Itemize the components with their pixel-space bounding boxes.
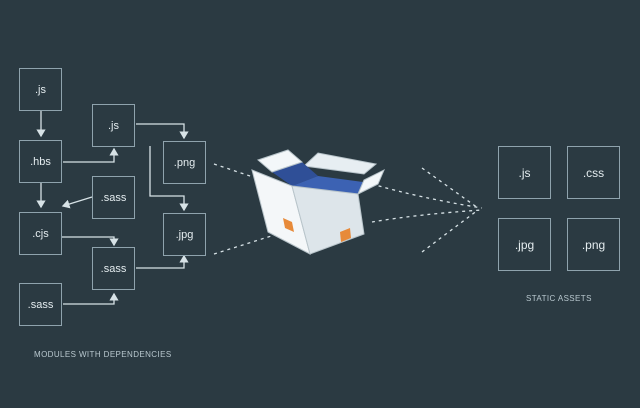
box-tape-right (340, 228, 351, 242)
asset-css: .css (567, 146, 620, 199)
asset-jpg: .jpg (498, 218, 551, 271)
arrow-sass-bottom-to-sass (63, 292, 119, 305)
box-left-flap (257, 149, 303, 173)
module-sass: .sass (92, 176, 135, 219)
flow-arrowhead-top (421, 167, 479, 209)
module-js-2: .js (92, 104, 135, 147)
box-inner (292, 176, 378, 194)
arrow-sass-to-jpg (136, 254, 189, 269)
arrow-js-to-jpg (149, 146, 189, 212)
assets-caption: STATIC ASSETS (526, 294, 592, 303)
asset-js: .js (498, 146, 551, 199)
module-sass-3: .sass (19, 283, 62, 326)
module-cjs: .cjs (19, 212, 62, 255)
module-png: .png (163, 141, 206, 184)
modules-caption: MODULES WITH DEPENDENCIES (34, 350, 172, 359)
bundle-box-icon (251, 149, 385, 255)
arrow-js-to-png (136, 123, 189, 140)
module-jpg: .jpg (163, 213, 206, 256)
flow-line-2 (213, 231, 285, 255)
arrow-sass-to-cjs (61, 196, 93, 209)
arrow-hbs-to-js (63, 147, 119, 163)
flow-line-4 (371, 209, 483, 223)
flow-line-3 (371, 183, 483, 209)
box-back-flap (302, 152, 378, 175)
flow-arrowhead-bottom (421, 209, 479, 253)
module-sass-2: .sass (92, 247, 135, 290)
module-hbs: .hbs (19, 140, 62, 183)
box-tape-left (283, 218, 294, 232)
asset-png: .png (567, 218, 620, 271)
module-js: .js (19, 68, 62, 111)
box-right-flap (357, 168, 385, 196)
box-inner-left (272, 162, 318, 186)
